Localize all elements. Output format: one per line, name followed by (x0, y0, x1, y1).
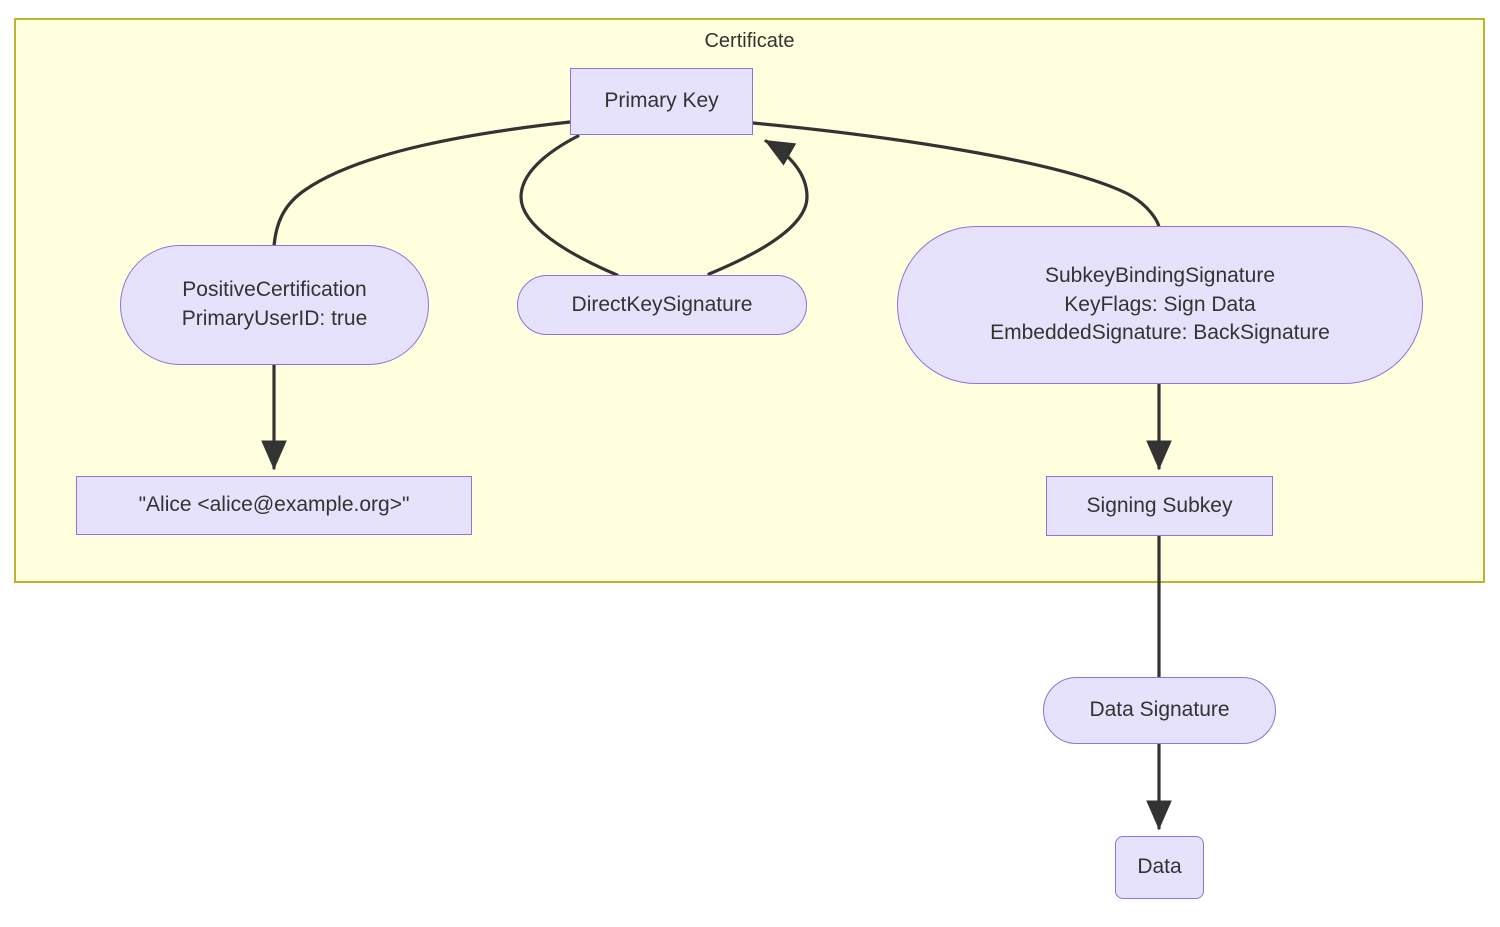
node-positive-certification[interactable]: PositiveCertification PrimaryUserID: tru… (120, 245, 429, 365)
node-user-id[interactable]: "Alice <alice@example.org>" (76, 476, 472, 535)
subgraph-label-certificate: Certificate (704, 30, 795, 52)
node-data-signature-line-0: Data Signature (1089, 698, 1230, 722)
node-subkey-binding-signature-line-1: KeyFlags: Sign Data (1064, 292, 1256, 316)
node-signing-subkey-line-0: Signing Subkey (1086, 493, 1233, 517)
node-data-line-0: Data (1137, 855, 1182, 879)
node-user-id-line-0: "Alice <alice@example.org>" (138, 493, 410, 517)
node-subkey-binding-signature-line-2: EmbeddedSignature: BackSignature (990, 321, 1330, 345)
node-subkey-binding-signature-line-0: SubkeyBindingSignature (1045, 263, 1275, 287)
node-primary-key-line-0: Primary Key (604, 89, 719, 113)
node-direct-key-signature[interactable]: DirectKeySignature (517, 275, 807, 335)
node-signing-subkey[interactable]: Signing Subkey (1046, 476, 1273, 536)
node-direct-key-signature-line-0: DirectKeySignature (571, 292, 753, 316)
node-primary-key[interactable]: Primary Key (570, 68, 753, 135)
node-subkey-binding-signature[interactable]: SubkeyBindingSignature KeyFlags: Sign Da… (897, 226, 1423, 384)
node-data[interactable]: Data (1115, 836, 1204, 899)
node-positive-certification-line-1: PrimaryUserID: true (181, 307, 368, 330)
node-positive-certification-line-0: PositiveCertification (182, 278, 367, 302)
node-data-signature[interactable]: Data Signature (1043, 677, 1276, 744)
